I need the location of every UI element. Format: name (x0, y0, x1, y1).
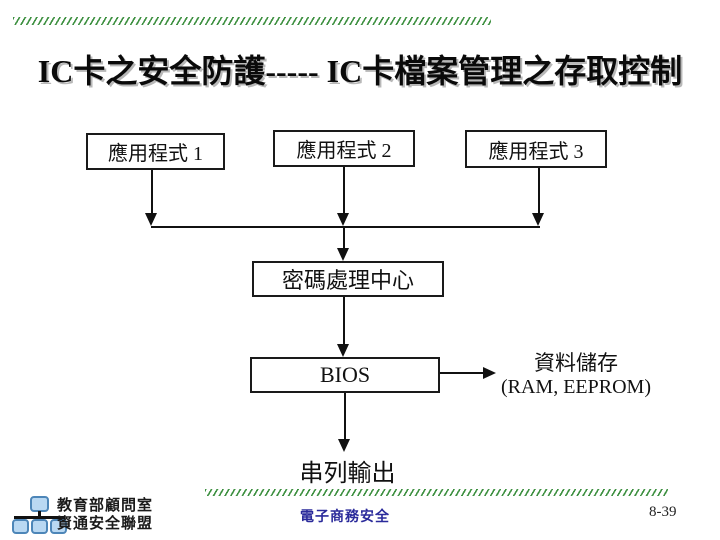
diagram-box-password-center-label: 密碼處理中心 (281, 268, 414, 293)
diagram-box-app1-label: 應用程式 1 (108, 143, 203, 165)
diagram-box-bios: BIOS (250, 357, 440, 393)
arrowhead-storage-icon (483, 367, 496, 379)
connector-password-to-bios-line (343, 297, 345, 345)
logo-bottom-node-2 (31, 519, 48, 534)
org-chart-logo-icon (12, 496, 67, 536)
arrowhead-app1-icon (145, 213, 157, 226)
logo-text-line2: 資通安全聯盟 (57, 516, 154, 533)
footer-course-title: 電子商務安全 (300, 510, 390, 525)
logo-top-node (30, 496, 49, 512)
connector-bios-to-serial-line (344, 393, 346, 440)
diagram-box-app2: 應用程式 2 (273, 130, 415, 167)
bottom-hatch-divider (205, 489, 668, 496)
diagram-box-password-center: 密碼處理中心 (252, 261, 444, 297)
page-number: 8-39 (649, 504, 677, 520)
serial-output-label: 串列輸出 (299, 461, 396, 487)
diagram-box-app3-label: 應用程式 3 (488, 140, 584, 163)
connector-app3-line (538, 168, 540, 214)
diagram-box-bios-label: BIOS (319, 362, 371, 387)
arrowhead-bios-icon (337, 344, 349, 357)
connector-app1-line (151, 170, 153, 214)
diagram-box-app2-label: 應用程式 2 (296, 140, 392, 162)
connector-bus-to-password-line (343, 228, 345, 249)
arrowhead-app2-icon (337, 213, 349, 226)
data-storage-label-line2: (RAM, EEPROM) (500, 375, 651, 398)
arrowhead-serial-icon (338, 439, 350, 452)
bus-horizontal-line (151, 226, 540, 228)
connector-bios-to-storage-line (440, 372, 484, 374)
logo-stub-line (38, 511, 41, 517)
arrowhead-password-icon (337, 248, 349, 261)
logo-text: 教育部顧問室 資通安全聯盟 (57, 497, 153, 534)
logo-text-line1: 教育部顧問室 (57, 498, 154, 514)
slide-title: IC卡之安全防護----- IC卡檔案管理之存取控制 (37, 53, 683, 89)
diagram-box-app1: 應用程式 1 (86, 133, 225, 170)
logo-bottom-node-1 (12, 519, 29, 534)
data-storage-label-line1: 資料儲存 (534, 351, 618, 375)
top-hatch-divider (13, 17, 491, 25)
arrowhead-app3-icon (532, 213, 544, 226)
logo-bottom-node-3 (50, 519, 67, 534)
data-storage-label: 資料儲存 (RAM, EEPROM) (486, 351, 666, 399)
diagram-box-app3: 應用程式 3 (465, 130, 607, 168)
logo-bar-line (14, 516, 65, 519)
connector-app2-line (343, 167, 345, 214)
